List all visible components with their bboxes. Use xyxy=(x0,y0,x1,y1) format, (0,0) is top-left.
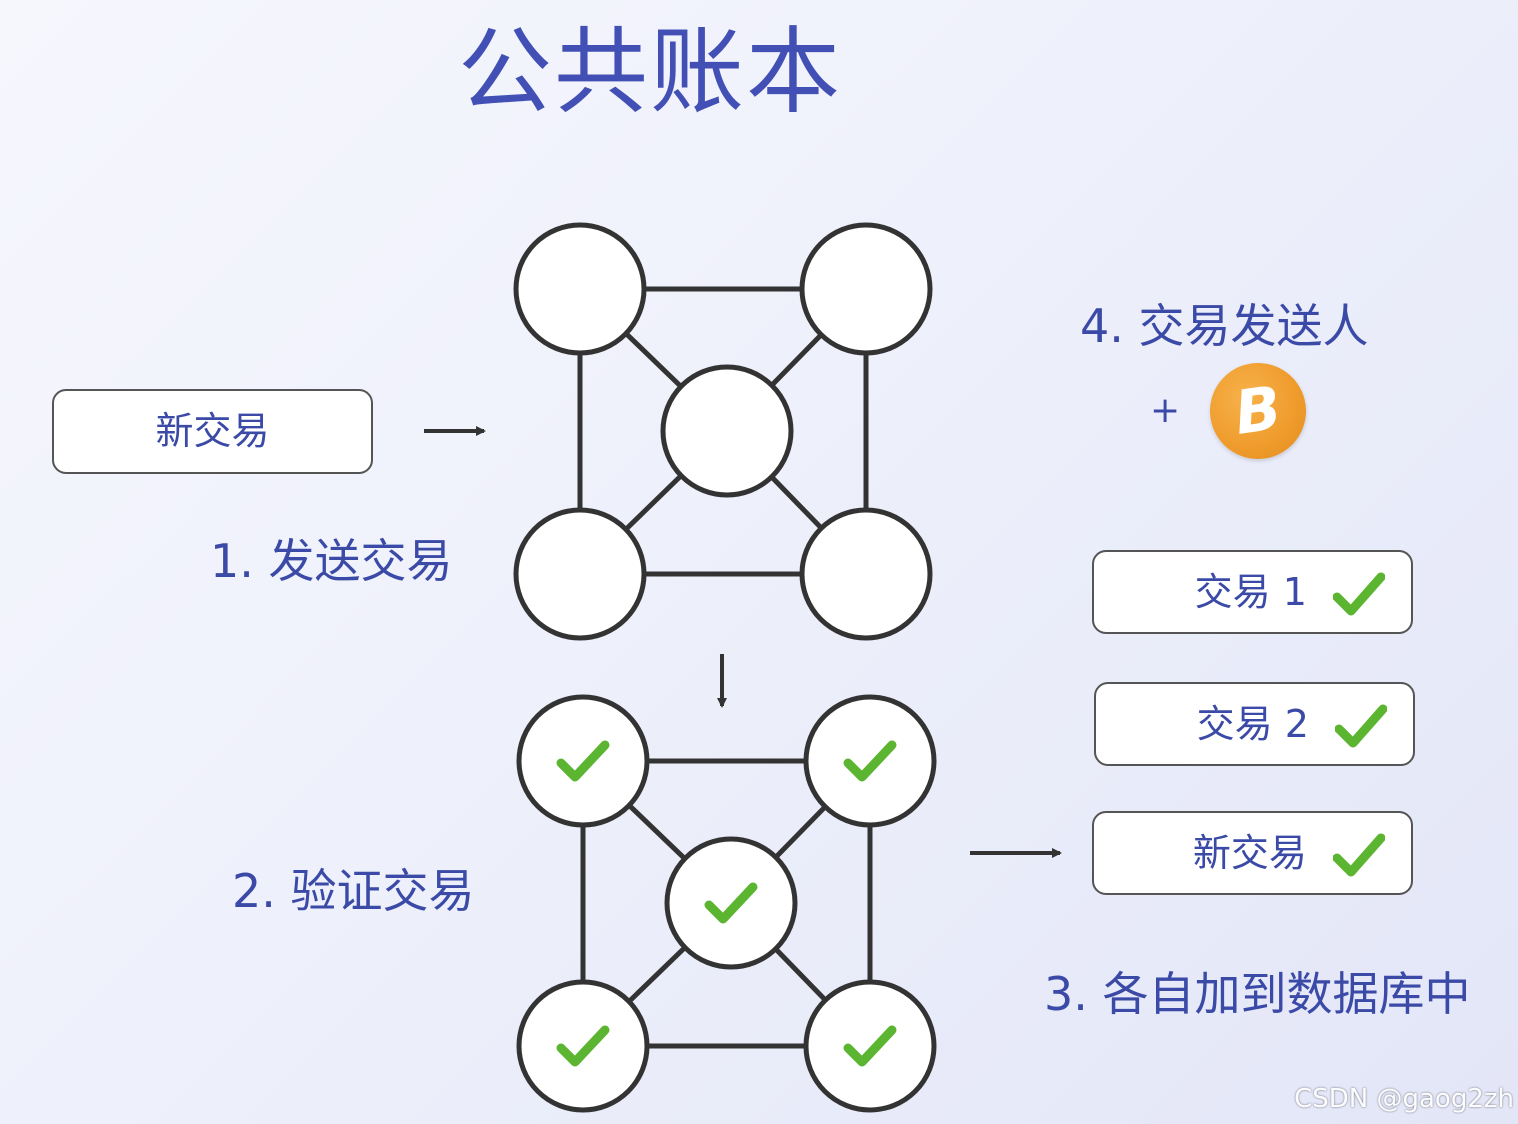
new-transaction-box: 新交易 xyxy=(52,389,373,474)
ledger-entry-3-label: 新交易 xyxy=(1192,831,1307,875)
ledger-entry-3: 新交易 xyxy=(1092,811,1413,895)
step2-label: 2. 验证交易 xyxy=(232,864,475,918)
check-icon xyxy=(1335,704,1387,747)
ledger-entry-1: 交易 1 xyxy=(1092,550,1413,634)
check-icon xyxy=(1333,833,1385,876)
check-icon xyxy=(1333,572,1385,615)
step3-label: 3. 各自加到数据库中 xyxy=(1044,967,1471,1021)
node-top-right xyxy=(799,222,933,356)
ledger-entry-1-label: 交易 1 xyxy=(1194,570,1307,614)
step1-label: 1. 发送交易 xyxy=(210,534,453,588)
step4-label: 4. 交易发送人 xyxy=(1080,299,1369,353)
node-top-center xyxy=(660,364,794,498)
new-transaction-label: 新交易 xyxy=(155,409,270,453)
ledger-entry-2: 交易 2 xyxy=(1094,682,1415,766)
watermark: CSDN @gaog2zh xyxy=(1294,1084,1514,1114)
node-top-left xyxy=(513,222,647,356)
node-top-bottom-left xyxy=(513,507,647,641)
plus-sign: + xyxy=(1150,390,1181,431)
page-title: 公共账本 xyxy=(457,18,842,127)
node-top-bottom-right xyxy=(799,507,933,641)
ledger-entry-2-label: 交易 2 xyxy=(1196,702,1309,746)
